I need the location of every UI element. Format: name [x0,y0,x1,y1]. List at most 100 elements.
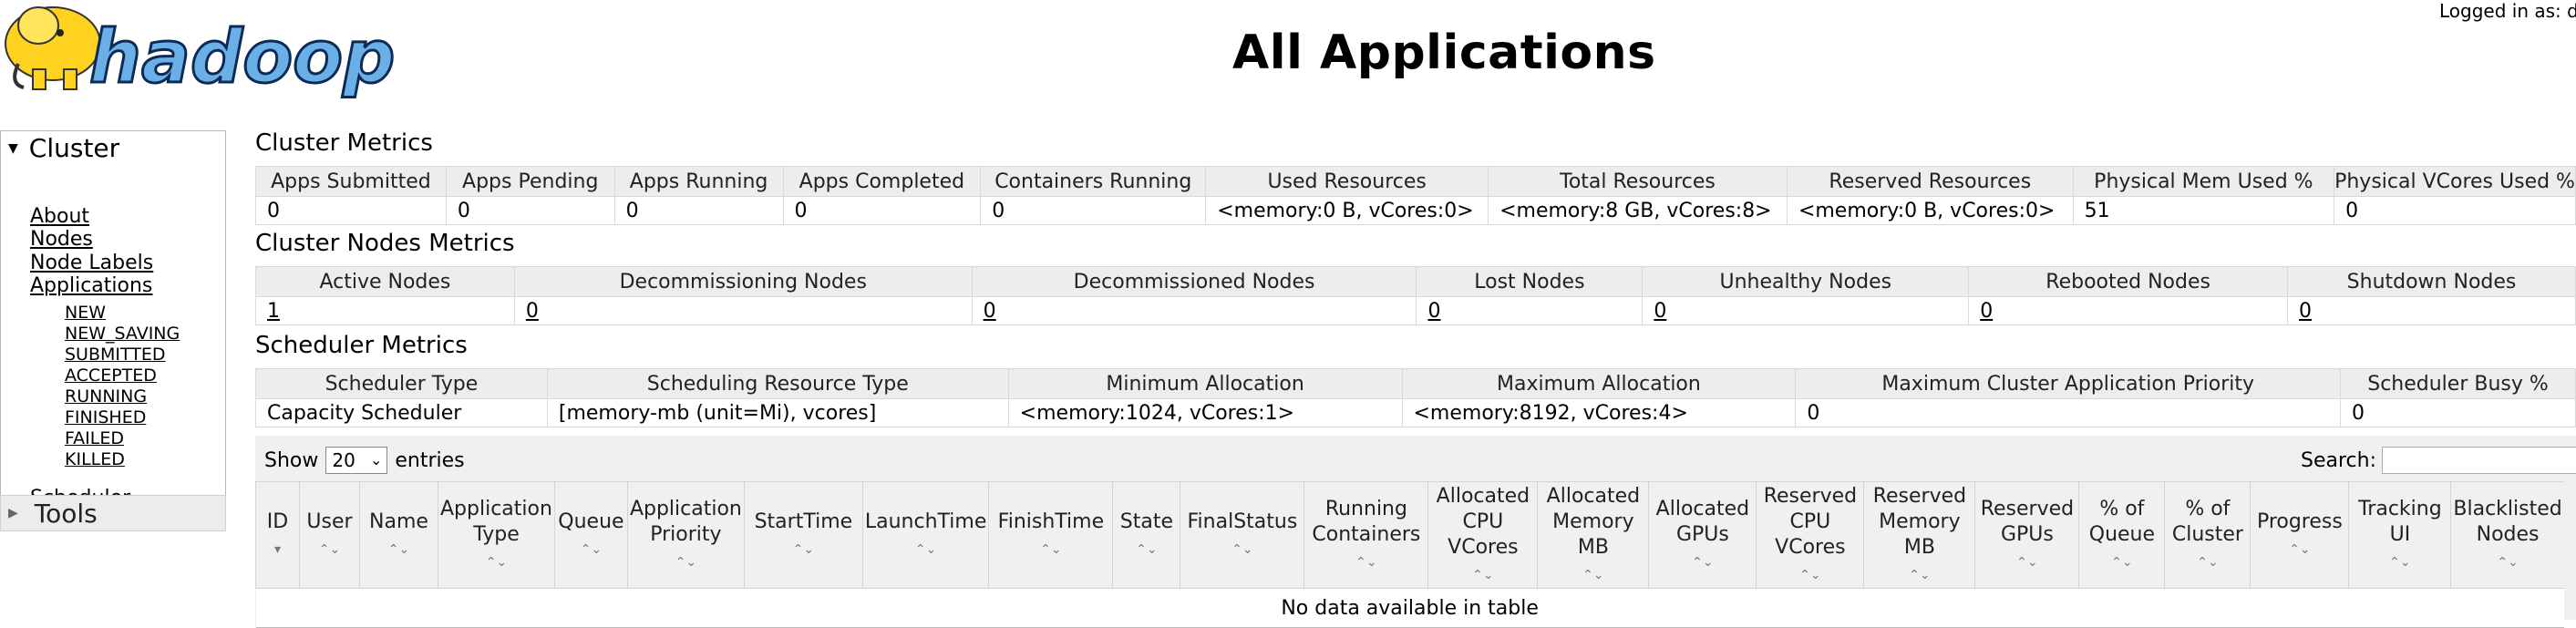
col-header-starttime[interactable]: StartTime⌃⌄ [743,481,863,589]
page-title: All Applications [1232,26,1656,80]
nav-link-about[interactable]: About [30,205,90,228]
nav-cluster-header[interactable]: ▼ Cluster [0,130,226,165]
col-header-label: Reserved [1980,498,2075,520]
scheduler-metrics-value-row: Capacity Scheduler [memory-mb (unit=Mi),… [255,398,2576,427]
sort-icon: ⌃⌄ [1040,542,1062,557]
sort-icon: ⌃⌄ [485,555,508,570]
search-label: Search: [2301,448,2376,472]
logo-text: hadoop [89,15,395,99]
col-used-resources: Used Resources [1205,166,1489,197]
col-header-label: Name [369,510,428,533]
link-active-nodes[interactable]: 1 [267,299,280,323]
link-decommissioned-nodes[interactable]: 0 [983,299,996,323]
col-header-label: Blacklisted [2453,498,2562,520]
show-label: Show [264,448,319,472]
nav-app-state-submitted[interactable]: SUBMITTED [65,345,166,365]
col-header-label: Allocated [1655,498,1750,520]
col-header-finalstatus[interactable]: FinalStatus⌃⌄ [1180,481,1304,589]
nav-app-state-new-saving[interactable]: NEW_SAVING [65,324,180,344]
link-unhealthy-nodes[interactable]: 0 [1654,299,1667,323]
val-scheduler-type: Capacity Scheduler [255,398,548,427]
col-apps-running: Apps Running [613,166,784,197]
col-decommissioned-nodes: Decommissioned Nodes [971,266,1417,297]
col-header-queue[interactable]: Queue⌃⌄ [553,481,628,589]
col-rebooted-nodes: Rebooted Nodes [1968,266,2289,297]
col-header-label: GPUs [2000,523,2054,546]
scheduler-metrics-title: Scheduler Metrics [255,332,468,359]
col-header-label: FinalStatus [1187,510,1298,533]
val-reserved-resources: <memory:0 B, vCores:0> [1786,196,2074,225]
col-max-cluster-app-priority: Maximum Cluster Application Priority [1795,368,2342,399]
col-header-label: CPU [1462,510,1504,533]
nav-tools-header[interactable]: ▶ Tools [0,495,226,531]
col-header-label: Application [629,498,742,520]
col-header-label: CPU [1789,510,1831,533]
sort-icon: ⌃⌄ [1799,568,1821,582]
col-header-launchtime[interactable]: LaunchTime⌃⌄ [861,481,989,589]
nav-app-state-running[interactable]: RUNNING [65,386,148,407]
nav-app-state-failed[interactable]: FAILED [65,428,125,448]
col-header-finishtime[interactable]: FinishTime⌃⌄ [988,481,1113,589]
hadoop-logo: hadoop [0,0,401,101]
link-lost-nodes[interactable]: 0 [1427,299,1441,323]
sort-icon: ⌃⌄ [2016,555,2038,570]
col-scheduler-type: Scheduler Type [255,368,548,399]
sort-icon: ⌃⌄ [1909,568,1931,582]
col-header-label: MB [1577,536,1609,559]
sort-icon: ⌃⌄ [1136,542,1158,557]
col-physical-mem-used: Physical Mem Used % [2072,166,2335,197]
col-header-label: MB [1903,536,1935,559]
link-shutdown-nodes[interactable]: 0 [2299,299,2313,323]
col-header-label: Tracking [2358,498,2442,520]
nav-link-node-labels[interactable]: Node Labels [30,252,154,274]
applications-table-wrapper: Show 20 ⌄ entries Search: ID▾User⌃⌄Name⌃… [255,436,2576,628]
nav-tools-label: Tools [34,498,98,529]
entries-label: entries [395,448,465,472]
nav-link-applications[interactable]: Applications [30,274,153,297]
node-metrics-header-row: Active Nodes Decommissioning Nodes Decom… [255,266,2576,297]
link-rebooted-nodes[interactable]: 0 [1980,299,1994,323]
col-header-state[interactable]: State⌃⌄ [1112,481,1180,589]
cluster-metrics-header-row: Apps Submitted Apps Pending Apps Running… [255,166,2576,197]
col-header-label: Running [1324,498,1407,520]
col-apps-pending: Apps Pending [445,166,615,197]
sort-icon: ⌃⌄ [2497,555,2519,570]
nav-app-state-killed[interactable]: KILLED [65,449,125,469]
sort-icon: ⌃⌄ [1582,568,1604,582]
sort-icon: ⌃⌄ [318,542,341,557]
col-header-id[interactable]: ID▾ [255,481,300,589]
link-decommissioning-nodes[interactable]: 0 [525,299,539,323]
login-info: Logged in as: dr.who [2439,0,2576,22]
search-input[interactable] [2382,447,2576,474]
col-lost-nodes: Lost Nodes [1416,266,1643,297]
nav-link-nodes[interactable]: Nodes [30,228,93,251]
sort-icon: ⌃⌄ [2389,555,2411,570]
col-active-nodes: Active Nodes [255,266,515,297]
col-header-label: Reserved [1763,485,1858,508]
nav-app-state-new[interactable]: NEW [65,303,107,323]
node-metrics-title: Cluster Nodes Metrics [255,230,515,257]
val-max-cluster-app-priority: 0 [1795,398,2342,427]
nav-panel: ▼ Cluster About Nodes Node Labels Applic… [0,130,226,531]
chevron-down-icon: ⌄ [369,451,383,468]
nav-app-state-accepted[interactable]: ACCEPTED [65,365,157,386]
sort-icon: ⌃⌄ [1692,555,1714,570]
col-header-name[interactable]: Name⌃⌄ [359,481,438,589]
nav-app-state-finished[interactable]: FINISHED [65,407,147,427]
col-header-progress[interactable]: Progress⌃⌄ [2250,481,2349,589]
col-header-user[interactable]: User⌃⌄ [299,481,360,589]
entries-select[interactable]: 20 ⌄ [325,447,388,474]
